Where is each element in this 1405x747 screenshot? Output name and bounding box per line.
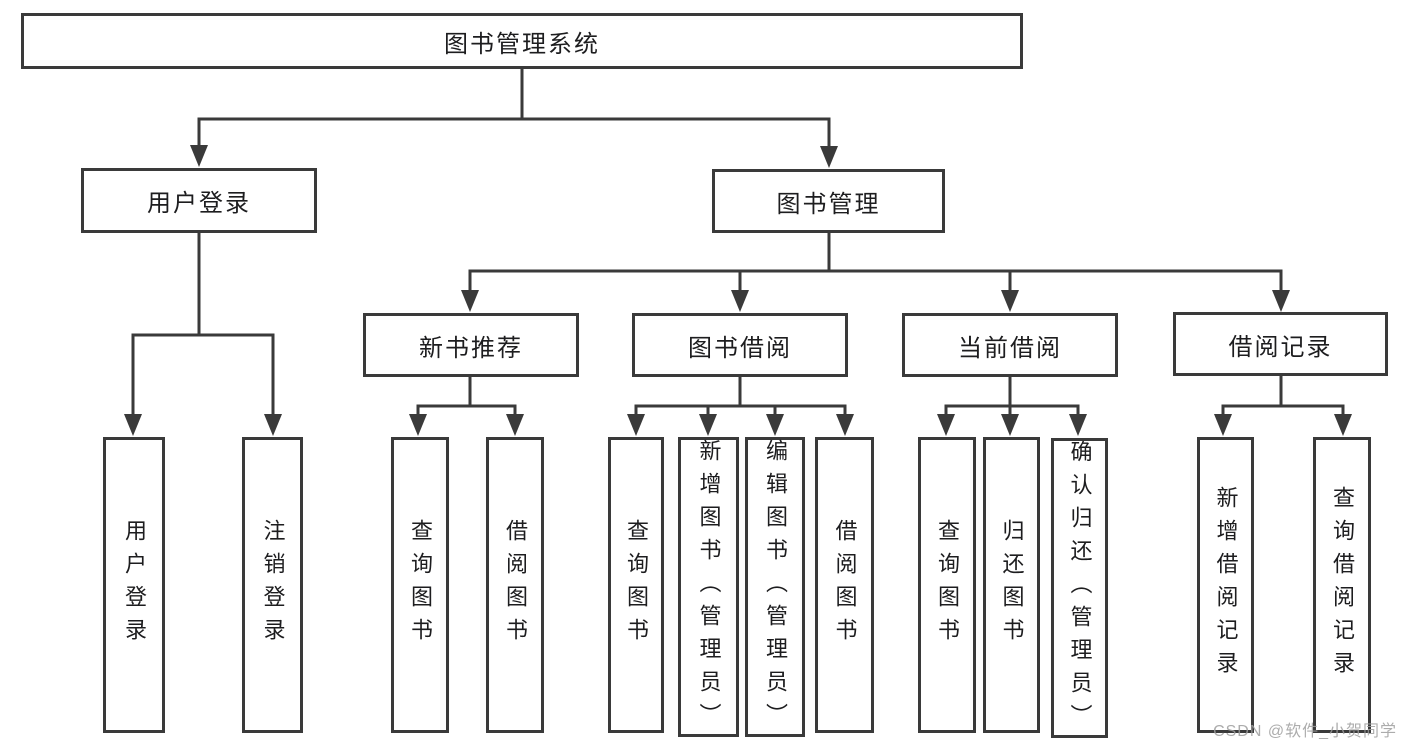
leaf-user-login: 用户登录 xyxy=(103,437,165,733)
node-borrowing-records-label: 借阅记录 xyxy=(1228,333,1333,361)
arrowheads xyxy=(124,145,1352,436)
node-user-login: 用户登录 xyxy=(81,168,317,233)
leaf-add-borrow-record-label: 新增借阅记录 xyxy=(1213,486,1239,684)
leaf-confirm-return-admin-label: 确认归还（管理员） xyxy=(1067,439,1093,737)
leaf-add-book-admin-label: 新增图书（管理员） xyxy=(696,438,722,736)
leaf-query-borrow-record-label: 查询借阅记录 xyxy=(1330,486,1355,684)
leaf-borrow-books-recommend: 借阅图书 xyxy=(486,437,544,733)
node-book-borrowing-label: 图书借阅 xyxy=(688,334,792,362)
node-current-borrowing: 当前借阅 xyxy=(902,313,1118,377)
leaf-query-books-borrowing: 查询图书 xyxy=(608,437,664,733)
csdn-watermark: CSDN @软件_小贺同学 xyxy=(1213,723,1397,740)
leaf-query-books-recommend: 查询图书 xyxy=(391,437,449,733)
node-new-book-recommend: 新书推荐 xyxy=(363,313,579,377)
node-book-management: 图书管理 xyxy=(712,169,945,233)
leaf-edit-book-admin: 编辑图书（管理员） xyxy=(745,437,805,737)
leaf-borrow-books-borrowing-label: 借阅图书 xyxy=(832,519,858,651)
leaf-query-books-current-label: 查询图书 xyxy=(935,519,960,651)
leaf-query-books-recommend-label: 查询图书 xyxy=(408,519,433,651)
node-new-book-recommend-label: 新书推荐 xyxy=(419,334,523,362)
node-library-system-label: 图书管理系统 xyxy=(444,30,600,58)
node-book-management-label: 图书管理 xyxy=(776,190,881,218)
leaf-confirm-return-admin: 确认归还（管理员） xyxy=(1051,438,1108,738)
leaf-return-books: 归还图书 xyxy=(983,437,1040,733)
leaf-edit-book-admin-label: 编辑图书（管理员） xyxy=(763,438,788,736)
leaf-query-borrow-record: 查询借阅记录 xyxy=(1313,437,1371,733)
leaf-user-login-label: 用户登录 xyxy=(122,519,147,651)
leaf-logout-label: 注销登录 xyxy=(260,519,286,651)
node-library-system: 图书管理系统 xyxy=(21,13,1023,69)
leaf-return-books-label: 归还图书 xyxy=(999,519,1025,651)
node-current-borrowing-label: 当前借阅 xyxy=(958,334,1062,362)
leaf-query-books-current: 查询图书 xyxy=(918,437,976,733)
leaf-add-borrow-record: 新增借阅记录 xyxy=(1197,437,1254,733)
node-user-login-label: 用户登录 xyxy=(147,190,251,217)
leaf-add-book-admin: 新增图书（管理员） xyxy=(678,437,739,737)
leaf-logout: 注销登录 xyxy=(242,437,303,733)
node-book-borrowing: 图书借阅 xyxy=(632,313,848,377)
leaf-query-books-borrowing-label: 查询图书 xyxy=(624,519,649,651)
leaf-borrow-books-recommend-label: 借阅图书 xyxy=(503,519,528,651)
node-borrowing-records: 借阅记录 xyxy=(1173,312,1388,376)
leaf-borrow-books-borrowing: 借阅图书 xyxy=(815,437,874,733)
